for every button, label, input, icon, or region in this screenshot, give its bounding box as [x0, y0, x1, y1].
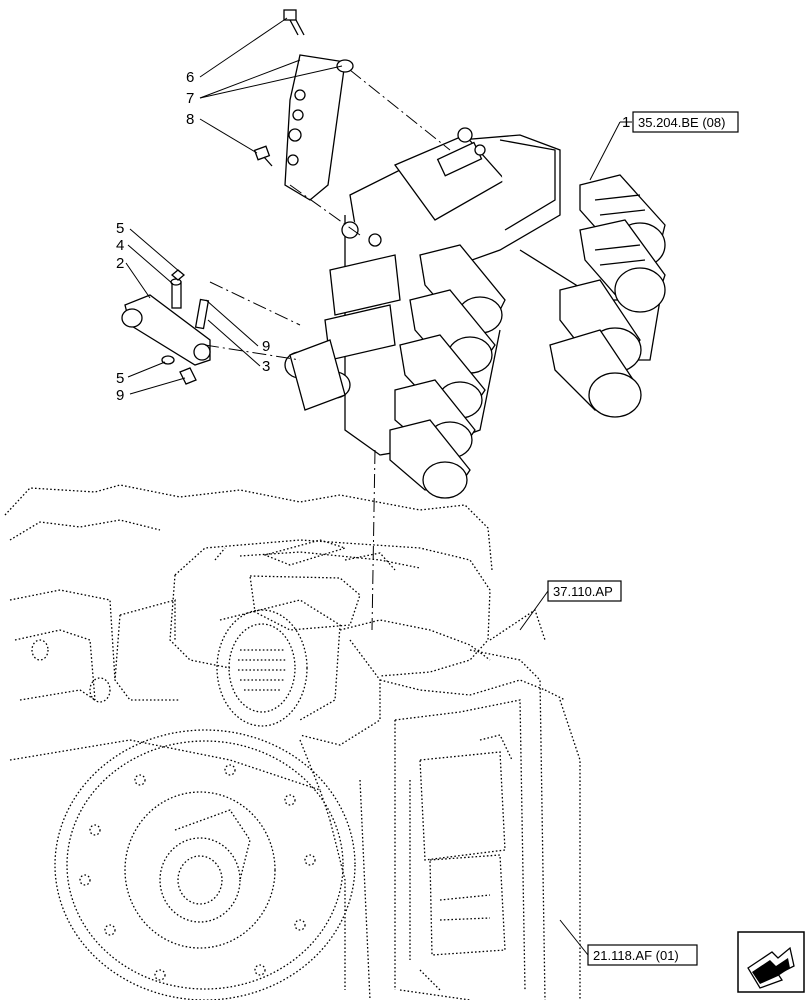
bolt-8	[253, 145, 273, 167]
reference-valve[interactable]: 35.204.BE (08)	[632, 111, 739, 133]
solenoid-lower-2	[549, 329, 642, 418]
callout-9-right: 9	[262, 338, 270, 355]
mounting-bracket	[284, 54, 354, 201]
leader-lines	[125, 17, 632, 956]
solenoid-upper-2	[579, 219, 666, 313]
callout-7: 7	[186, 90, 194, 107]
callout-9-lower: 9	[116, 387, 124, 404]
transmission-housing	[4, 484, 581, 1000]
callout-numbers: 6 7 8 5 4 2 5 9 9 3 1	[116, 69, 630, 404]
assembly-lines	[204, 69, 451, 631]
callout-8: 8	[186, 111, 194, 128]
reference-housing-label: 37.110.AP	[553, 584, 613, 599]
control-valve-assembly	[284, 127, 666, 499]
callout-6: 6	[186, 69, 194, 86]
reference-transmission-label: 21.118.AF (01)	[593, 948, 679, 963]
bolt-6	[283, 9, 305, 36]
solenoid-front-5	[389, 419, 471, 499]
reference-valve-label: 35.204.BE (08)	[638, 115, 725, 130]
reference-housing[interactable]: 37.110.AP	[547, 580, 622, 602]
callout-5-upper: 5	[116, 220, 124, 237]
callout-3: 3	[262, 358, 270, 375]
callout-5-lower: 5	[116, 370, 124, 387]
next-page-arrow-icon[interactable]	[737, 931, 805, 993]
callout-2: 2	[116, 255, 124, 272]
reference-transmission[interactable]: 21.118.AF (01)	[587, 944, 698, 966]
callout-4: 4	[116, 237, 124, 254]
lever-assembly	[121, 269, 211, 385]
callout-1: 1	[622, 114, 630, 131]
